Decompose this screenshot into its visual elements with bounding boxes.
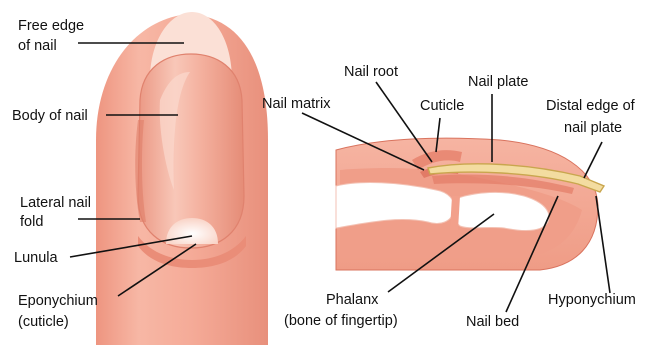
finger-cross-section: [336, 138, 604, 270]
label-nail-bed: Nail bed: [466, 314, 519, 330]
leader-distal-edge: [584, 142, 602, 178]
label-phalanx-2: (bone of fingertip): [284, 313, 398, 329]
label-eponychium-1: Eponychium: [18, 293, 98, 309]
label-hyponychium: Hyponychium: [548, 292, 636, 308]
label-free-edge-1: Free edge: [18, 18, 84, 34]
label-distal-edge-1: Distal edge of: [546, 98, 636, 114]
label-phalanx-1: Phalanx: [326, 292, 379, 308]
label-nail-root: Nail root: [344, 64, 398, 80]
label-free-edge-2: of nail: [18, 38, 57, 54]
label-body-of-nail: Body of nail: [12, 108, 88, 124]
label-nail-matrix: Nail matrix: [262, 96, 331, 112]
label-nail-plate: Nail plate: [468, 74, 528, 90]
label-eponychium-2: (cuticle): [18, 314, 69, 330]
finger-top-view: [96, 12, 268, 345]
label-distal-edge-2: nail plate: [564, 120, 622, 136]
label-lateral-fold-2: fold: [20, 214, 43, 230]
leader-hyponychium: [596, 196, 610, 293]
label-lateral-fold-1: Lateral nail: [20, 195, 91, 211]
label-cuticle: Cuticle: [420, 98, 464, 114]
label-lunula: Lunula: [14, 250, 58, 266]
